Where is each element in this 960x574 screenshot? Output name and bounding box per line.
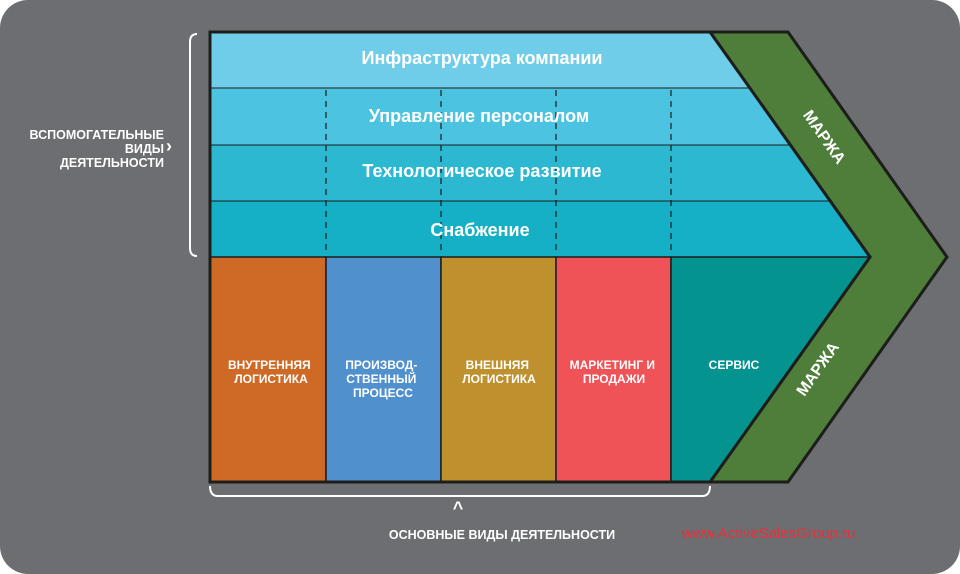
support-activities-label: ВСПОМОГАТЕЛЬНЫЕ ВИДЫ ДЕЯТЕЛЬНОСТИ	[29, 128, 164, 170]
activity-label: МАРКЕТИНГ И ПРОДАЖИ	[570, 358, 659, 386]
website-link[interactable]: www.ActiveSalesGroup.ru	[682, 525, 856, 542]
support-dividers	[325, 90, 672, 255]
support-row-label: Инфраструктура компании	[362, 48, 603, 68]
support-bracket	[189, 33, 198, 257]
activity-outbound-logistics	[440, 256, 557, 483]
chevron-up-icon: ^	[452, 498, 464, 518]
activity-label: ПРОИЗВОД- СТВЕННЫЙ ПРОЦЕСС	[345, 358, 420, 400]
activity-label: СЕРВИС	[709, 358, 760, 372]
support-row-label: Технологическое развитие	[362, 161, 601, 181]
diagram-outline	[208, 30, 872, 484]
activity-label: ВНУТРЕННЯЯ ЛОГИСТИКА	[228, 358, 314, 386]
activity-label: ВНЕШНЯЯ ЛОГИСТИКА	[462, 358, 536, 386]
support-row-label: Снабжение	[430, 220, 529, 240]
primary-activities-label: ОСНОВНЫЕ ВИДЫ ДЕЯТЕЛЬНОСТИ	[388, 528, 616, 542]
chevron-right-icon: ›	[166, 136, 172, 156]
primary-bracket	[209, 485, 711, 497]
support-row-label: Управление персоналом	[369, 106, 589, 126]
support-row-procurement	[209, 200, 871, 258]
